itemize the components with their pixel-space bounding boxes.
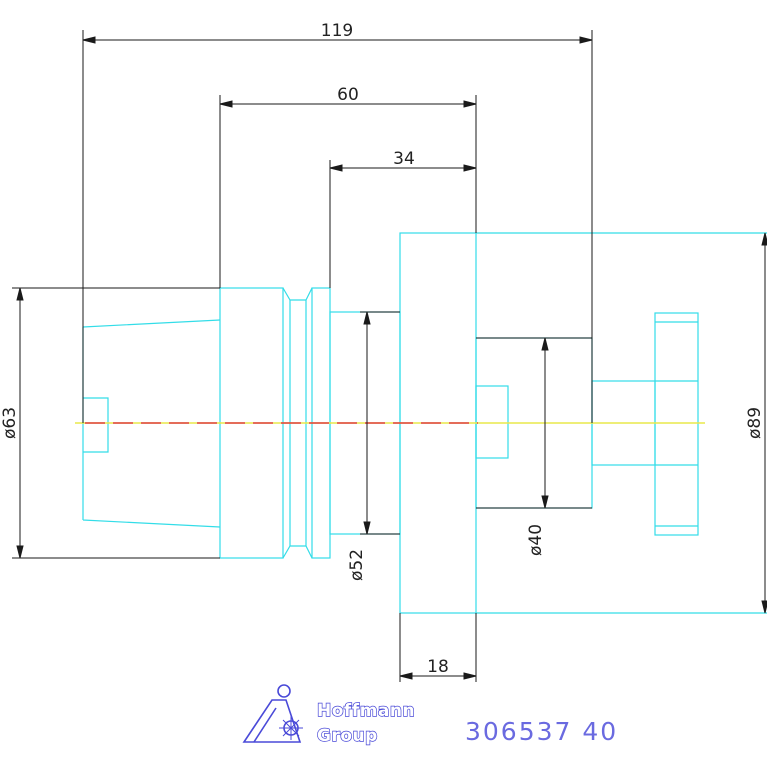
dim-dia-40: ø40	[526, 524, 546, 556]
dim-34: 34	[393, 149, 415, 169]
logo-word-group: Group	[317, 726, 378, 746]
part-number: 306537 40	[465, 717, 618, 746]
dim-60: 60	[337, 85, 359, 105]
logo-word-hoffmann: Hoffmann	[317, 701, 415, 721]
dim-dia-52: ø52	[347, 549, 367, 581]
dim-119: 119	[321, 21, 353, 41]
dim-dia-63: ø63	[0, 407, 20, 439]
dim-18: 18	[427, 657, 449, 677]
logo-symbol-icon	[242, 684, 303, 743]
dimension-lines	[12, 30, 767, 682]
dim-dia-89: ø89	[745, 407, 765, 439]
hoffmann-group-logo: Hoffmann Group	[242, 684, 415, 747]
